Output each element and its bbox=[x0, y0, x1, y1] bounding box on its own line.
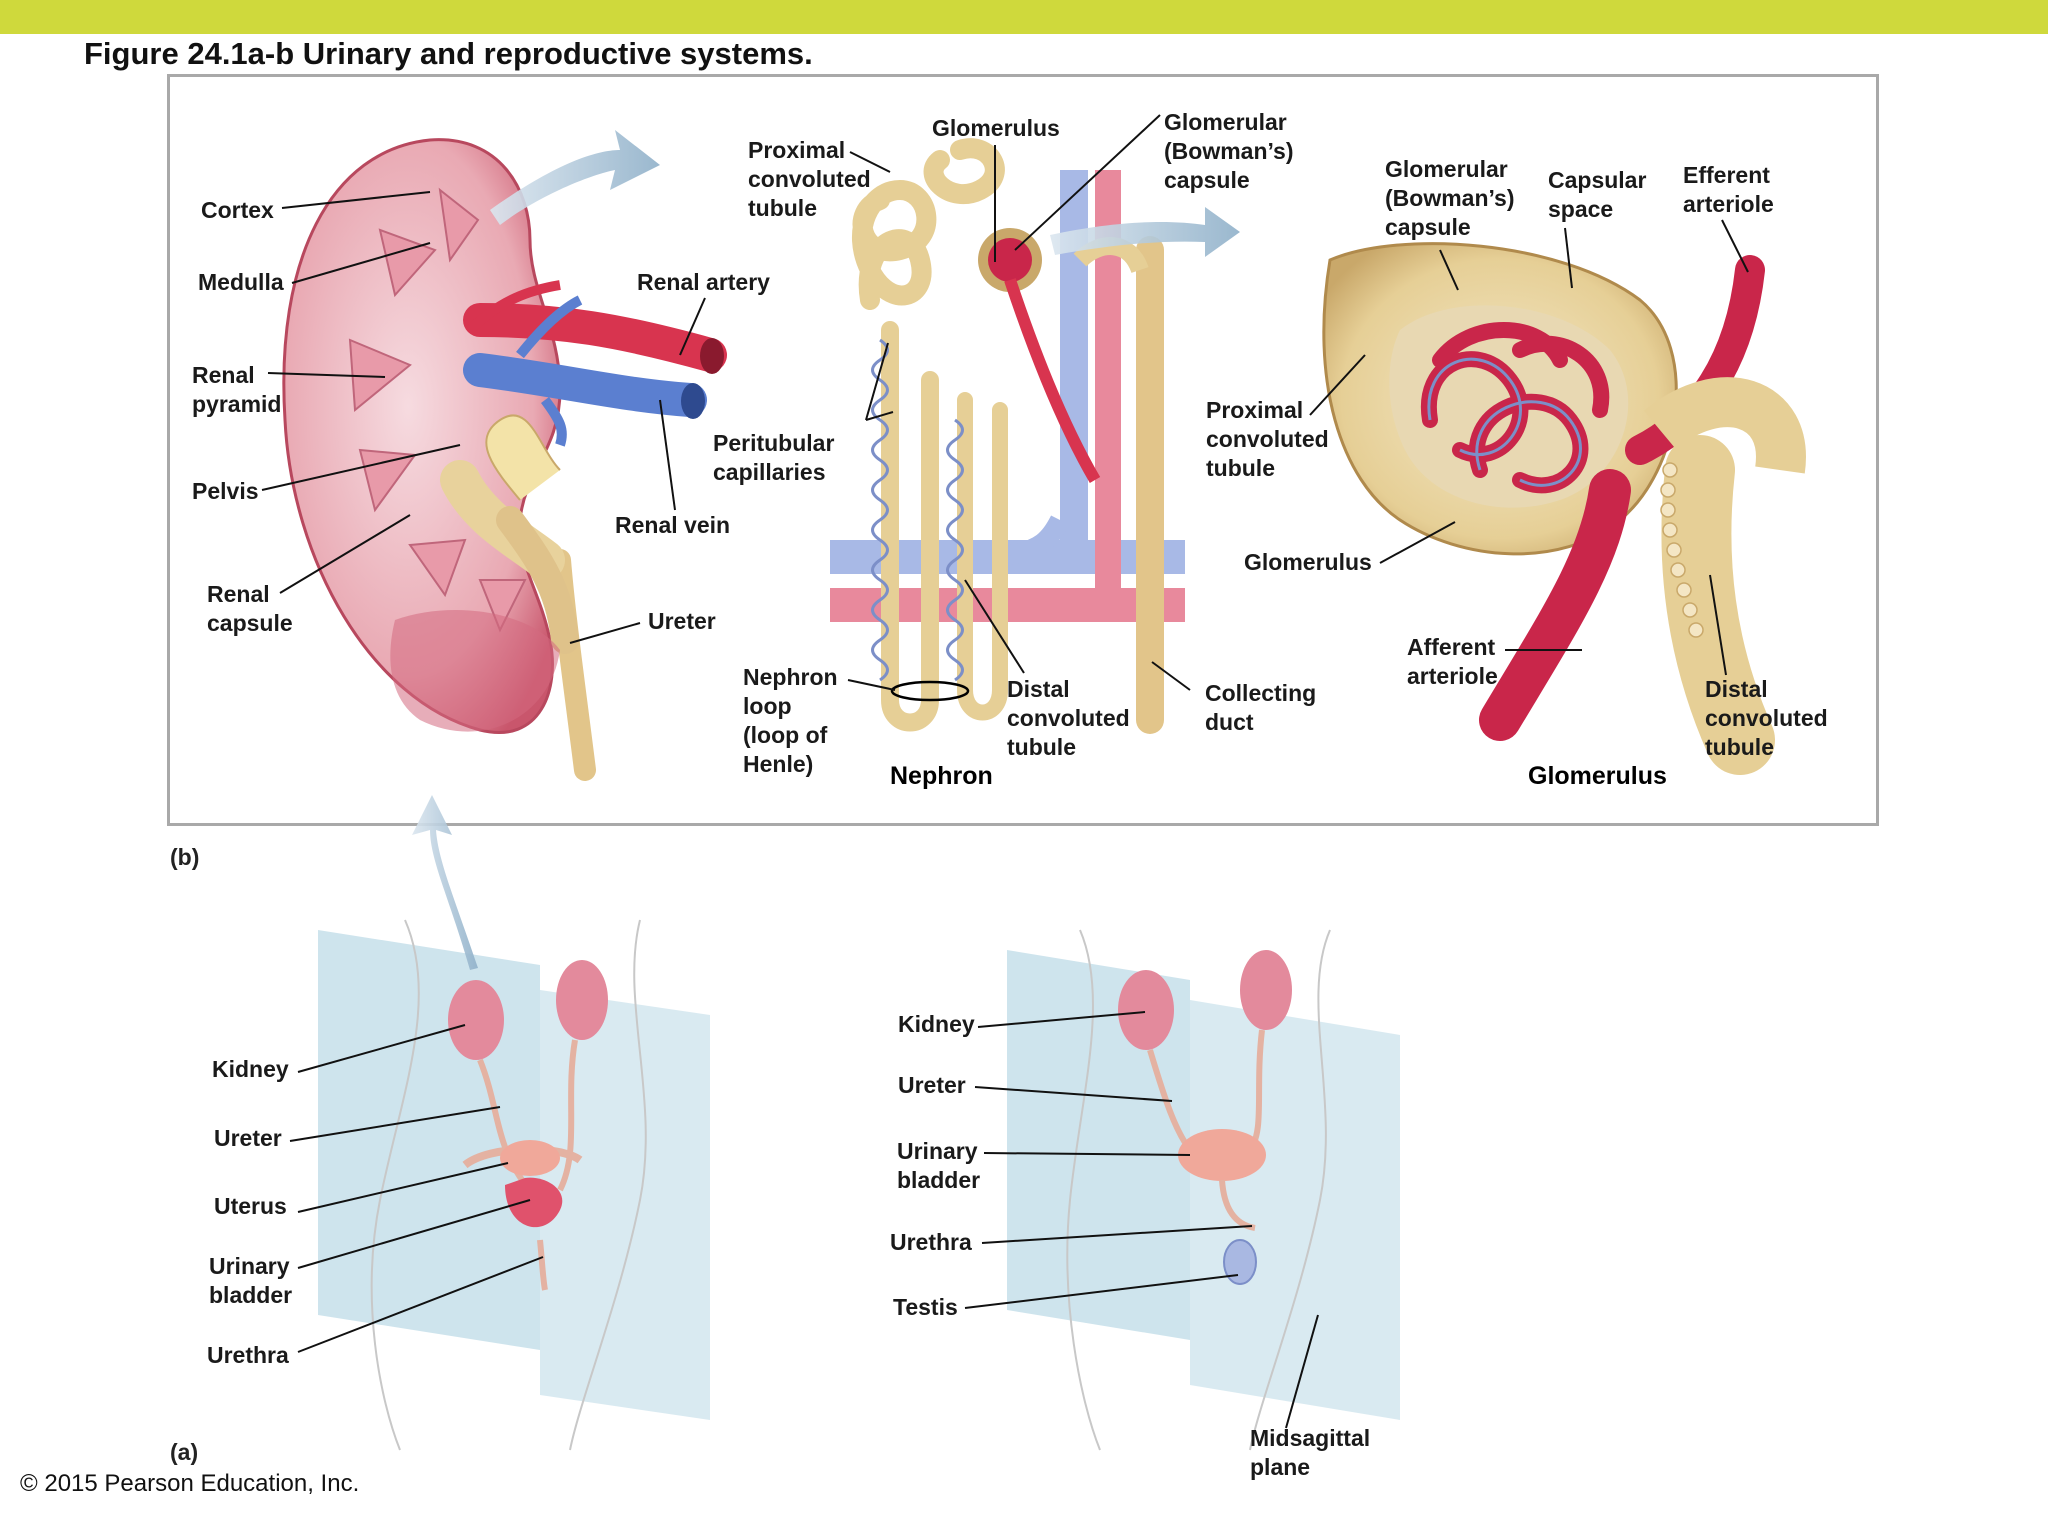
panel-label-b: (b) bbox=[170, 844, 200, 870]
label-renal-pyramid: Renal pyramid bbox=[192, 362, 282, 417]
title-bar bbox=[0, 0, 2048, 34]
label-urinary-bladder-female: Urinary bladder bbox=[209, 1253, 293, 1308]
female-figure-illustration bbox=[318, 795, 710, 1451]
label-bowmans-capsule-glomerulus: Glomerular (Bowman’s) capsule bbox=[1385, 156, 1515, 240]
leader-lines bbox=[261, 114, 1749, 1429]
panel-label-a: (a) bbox=[170, 1439, 199, 1465]
label-nephron-loop: Nephron loop (loop of Henle) bbox=[743, 664, 838, 777]
label-medulla: Medulla bbox=[198, 269, 284, 295]
label-ureter-male: Ureter bbox=[898, 1072, 966, 1098]
label-afferent-arteriole: Afferent arteriole bbox=[1407, 634, 1498, 689]
label-bowmans-capsule-nephron: Glomerular (Bowman’s) capsule bbox=[1164, 109, 1294, 193]
label-glomerulus-nephron: Glomerulus bbox=[932, 115, 1060, 141]
figure-title: Figure 24.1a-b Urinary and reproductive … bbox=[84, 36, 813, 71]
label-testis: Testis bbox=[893, 1294, 958, 1320]
label-glomerulus-closeup: Glomerulus bbox=[1244, 549, 1372, 575]
caption-nephron: Nephron bbox=[890, 762, 993, 790]
label-cortex: Cortex bbox=[201, 197, 274, 223]
copyright-notice: © 2015 Pearson Education, Inc. bbox=[20, 1470, 360, 1497]
male-figure-illustration bbox=[1007, 929, 1400, 1451]
label-renal-artery: Renal artery bbox=[637, 269, 770, 295]
label-pelvis: Pelvis bbox=[192, 478, 259, 504]
label-kidney-male: Kidney bbox=[898, 1011, 975, 1037]
label-urethra-female: Urethra bbox=[207, 1342, 289, 1368]
label-urethra-male: Urethra bbox=[890, 1229, 972, 1255]
label-kidney-female: Kidney bbox=[212, 1056, 289, 1082]
label-distal-tubule-nephron: Distal convoluted tubule bbox=[1007, 676, 1130, 760]
label-uterus: Uterus bbox=[214, 1193, 287, 1219]
label-proximal-tubule-glomerulus: Proximal convoluted tubule bbox=[1206, 397, 1329, 481]
label-capsular-space: Capsular space bbox=[1548, 167, 1647, 222]
label-ureter-female: Ureter bbox=[214, 1125, 282, 1151]
label-renal-capsule: Renal capsule bbox=[207, 581, 293, 636]
caption-glomerulus: Glomerulus bbox=[1528, 762, 1667, 790]
label-renal-vein: Renal vein bbox=[615, 512, 731, 538]
nephron-illustration bbox=[830, 138, 1240, 734]
label-distal-tubule-glomerulus: Distal convoluted tubule bbox=[1705, 676, 1828, 760]
label-efferent-arteriole: Efferent arteriole bbox=[1683, 162, 1774, 217]
label-collecting-duct: Collecting duct bbox=[1205, 680, 1317, 735]
label-midsagittal-plane: Midsagittal plane bbox=[1250, 1425, 1371, 1480]
label-urinary-bladder-male: Urinary bladder bbox=[897, 1138, 981, 1193]
label-ureter-kidney: Ureter bbox=[648, 608, 716, 634]
label-proximal-tubule: Proximal convoluted tubule bbox=[748, 137, 871, 221]
kidney-illustration bbox=[282, 130, 727, 781]
glomerulus-illustration bbox=[1322, 242, 1806, 775]
label-peritubular-capillaries: Peritubular capillaries bbox=[713, 430, 835, 485]
